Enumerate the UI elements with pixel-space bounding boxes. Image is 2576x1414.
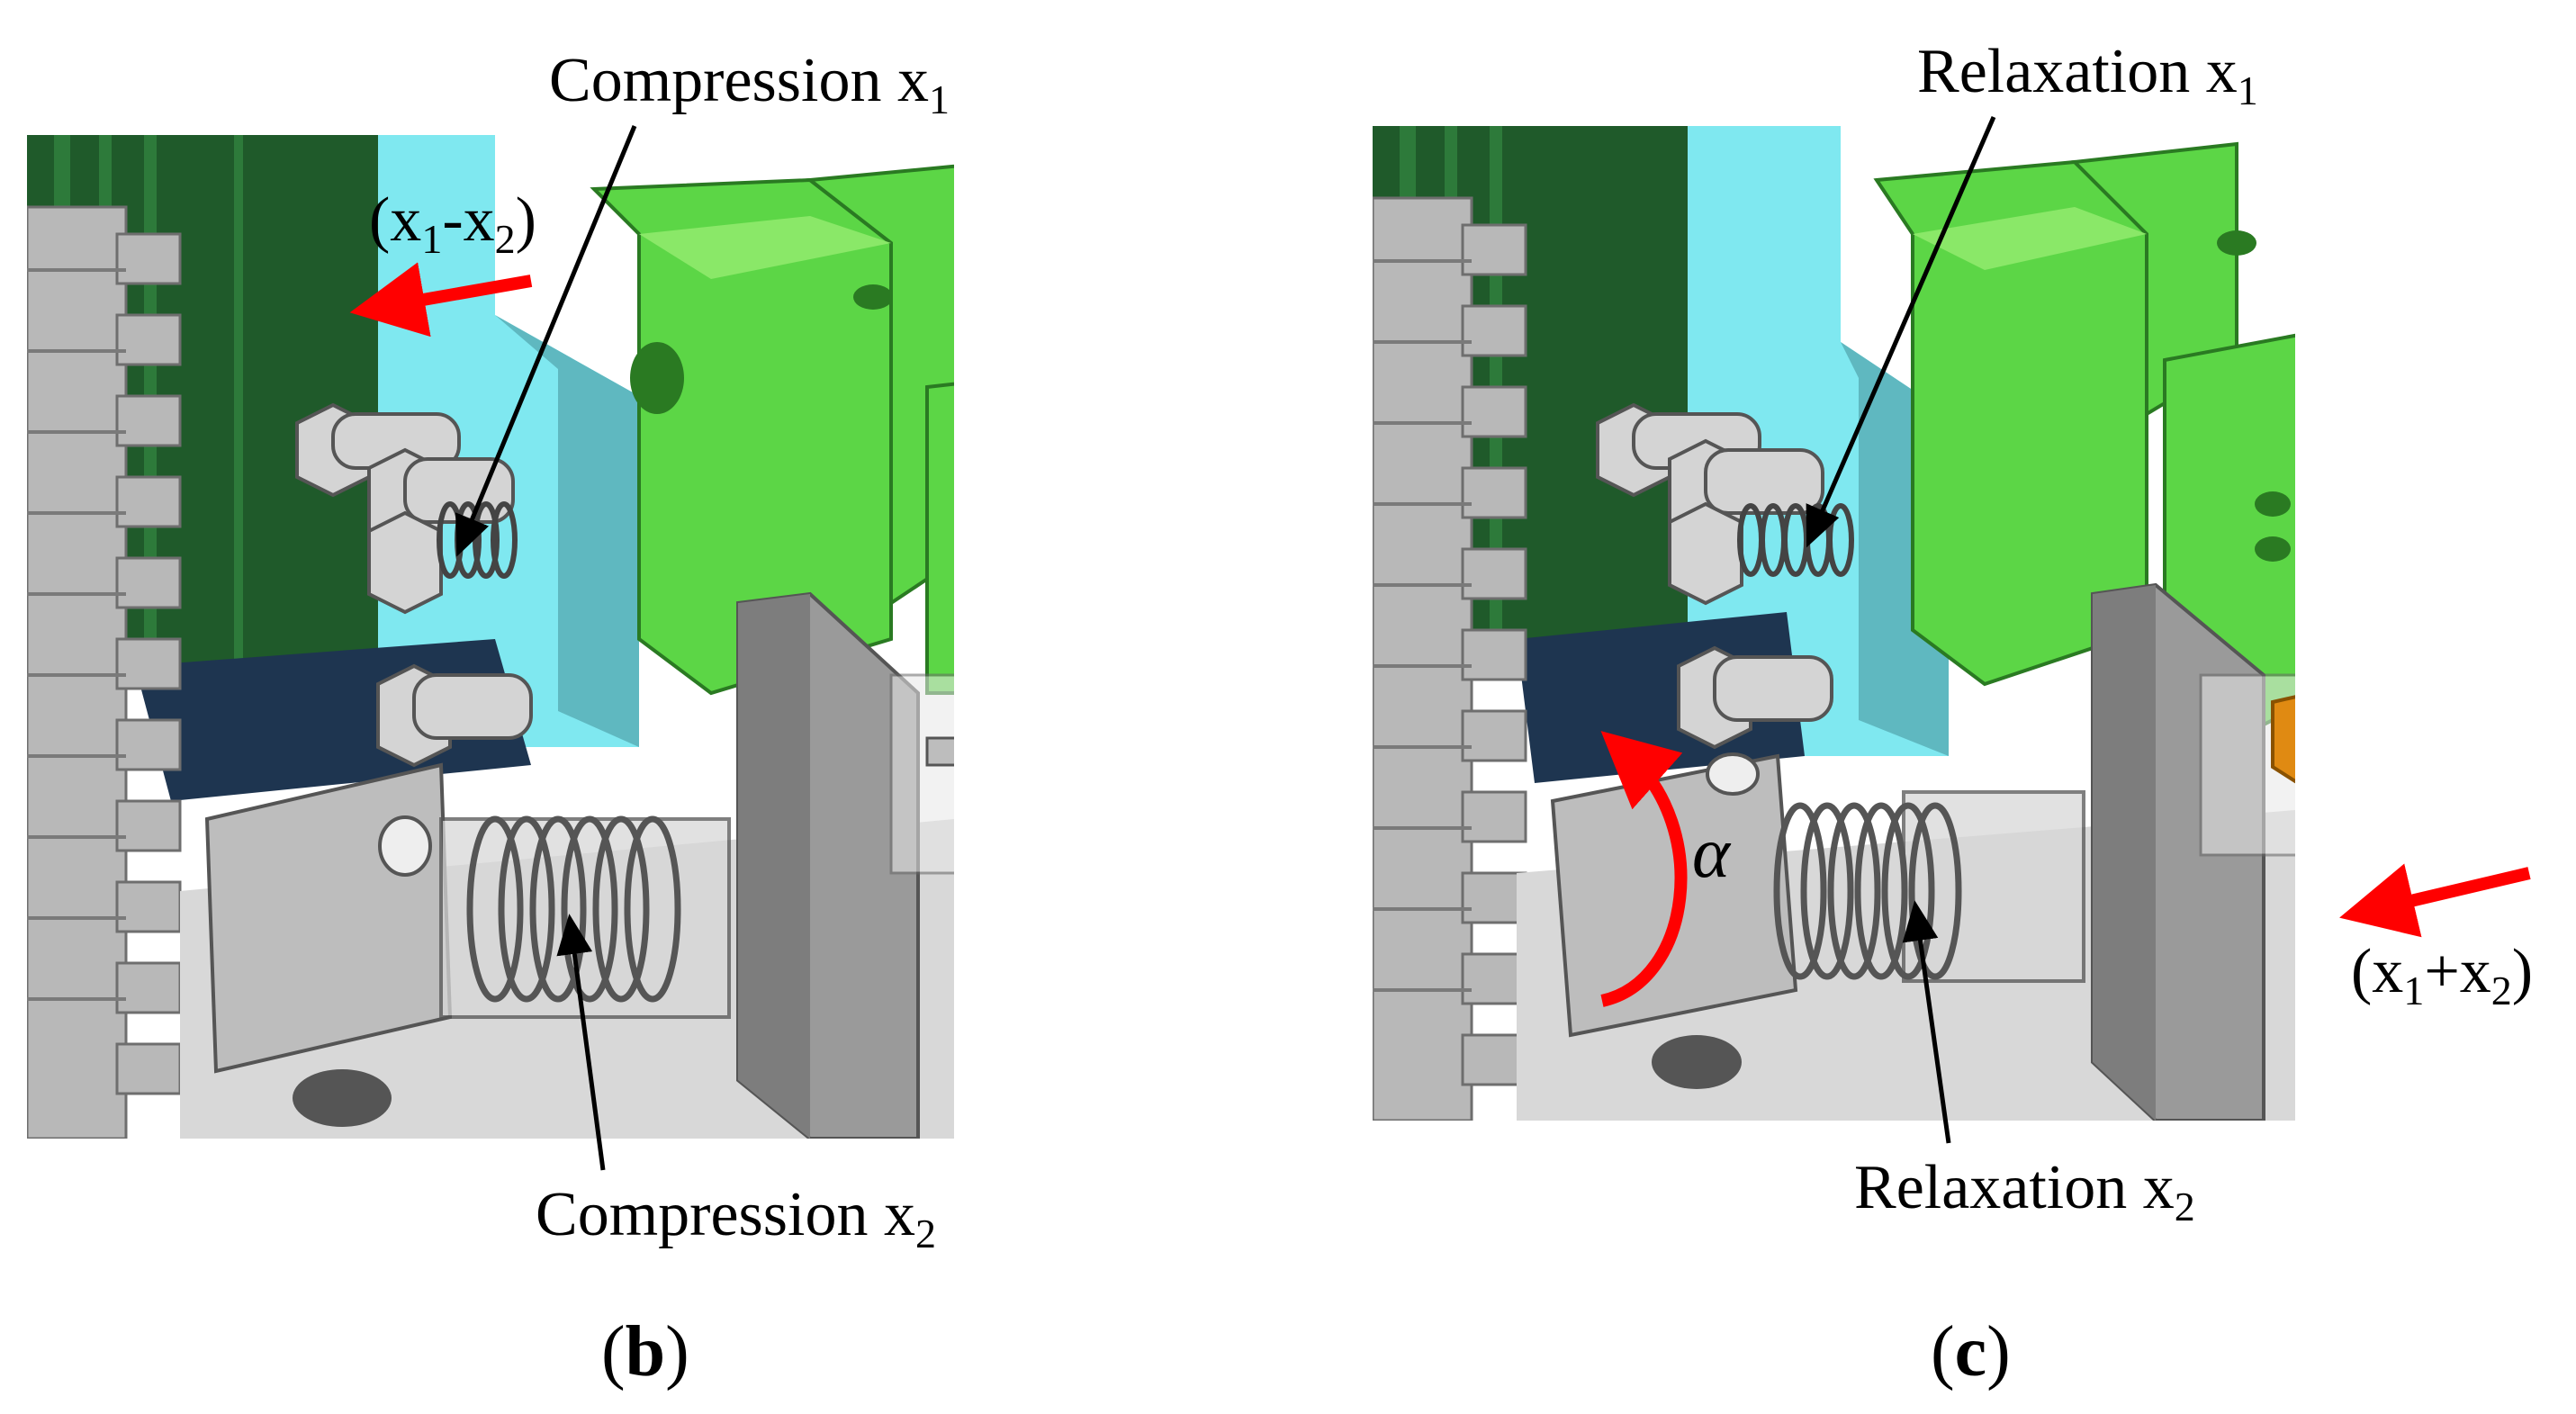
rotation-arrow-alpha [1600, 731, 1688, 1007]
bolts [1596, 402, 1833, 750]
green-block [590, 164, 954, 696]
gear [1373, 196, 1527, 1121]
bolts [295, 402, 533, 768]
pointer-compression-x1 [455, 125, 637, 557]
label-relaxation-x2: Relaxation x2 [1854, 1153, 2195, 1229]
label-relaxation-x1: Relaxation x1 [1917, 37, 2258, 113]
pointer-relaxation-x2 [1902, 900, 1951, 1144]
red-arrow-b [349, 262, 533, 338]
label-x1-plus-x2: (x1+x2) [2351, 937, 2534, 1013]
panel-c-illustration [1373, 126, 2295, 1121]
panel-b-cad-render [27, 135, 954, 1139]
pointer-compression-x2 [556, 914, 606, 1171]
pointer-relaxation-x1 [1806, 116, 1996, 548]
gear [27, 205, 182, 1139]
panel-b-illustration [27, 135, 954, 1139]
caption-b: (b) [601, 1312, 689, 1391]
sleeve [889, 673, 954, 875]
label-alpha: α [1692, 814, 1730, 893]
spring-x2 [466, 815, 681, 1003]
label-compression-x1: Compression x1 [549, 46, 950, 122]
red-arrow-c [2339, 863, 2531, 938]
label-compression-x2: Compression x2 [536, 1180, 936, 1256]
panel-c-cad-render [1373, 126, 2295, 1121]
spring-x2 [1773, 802, 1962, 980]
label-x1-minus-x2: (x1-x2) [369, 185, 536, 262]
orange-nut [2271, 695, 2295, 784]
caption-c: (c) [1931, 1312, 2011, 1391]
navy-rail [1517, 612, 1805, 783]
